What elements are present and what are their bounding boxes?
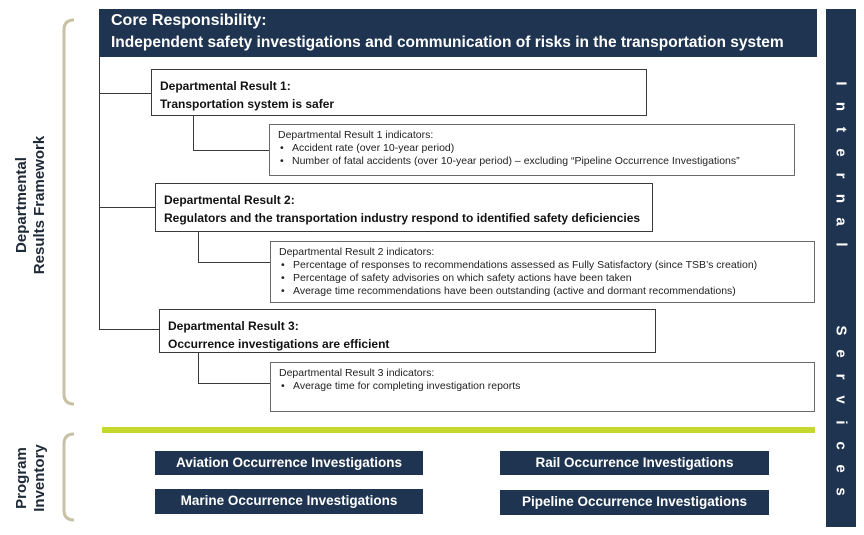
core-title: Core Responsibility: (111, 12, 267, 29)
result-1-heading: Departmental Result 1: (160, 79, 291, 93)
indicator-item: Percentage of responses to recommendatio… (281, 259, 806, 272)
program-marine: Marine Occurrence Investigations (155, 489, 423, 514)
result-1-box: Departmental Result 1: Transportation sy… (151, 69, 647, 116)
result-2-box: Departmental Result 2: Regulators and th… (155, 183, 653, 232)
result-2-indicators: Departmental Result 2 indicators: Percen… (270, 241, 815, 303)
internal-services-letter (831, 253, 852, 283)
result-2-indicators-title: Departmental Result 2 indicators: (279, 246, 435, 258)
connector-result-3 (99, 329, 159, 330)
core-responsibility-header: Core Responsibility: Independent safety … (99, 9, 817, 57)
result-2-heading: Departmental Result 2: (164, 193, 295, 207)
program-aviation: Aviation Occurrence Investigations (155, 451, 423, 475)
result-3-text: Occurrence investigations are efficient (168, 337, 390, 351)
result-1-text: Transportation system is safer (160, 97, 335, 111)
section-divider (102, 427, 815, 433)
connector-ind-2-v (198, 232, 199, 262)
connector-ind-3-v (198, 353, 199, 383)
connector-result-2 (99, 207, 155, 208)
indicator-item: Average time recommendations have been o… (281, 285, 806, 298)
program-pipeline: Pipeline Occurrence Investigations (500, 490, 769, 515)
connector-result-1 (99, 93, 151, 94)
result-1-indicators-title: Departmental Result 1 indicators: (278, 129, 434, 141)
framework-label: Departmental Results Framework (13, 135, 48, 275)
indicator-item: Number of fatal accidents (over 10-year … (280, 155, 786, 168)
main-connector (99, 57, 100, 329)
connector-ind-3-h (198, 383, 270, 384)
indicator-item: Accident rate (over 10-year period) (280, 142, 786, 155)
core-subtitle: Independent safety investigations and co… (111, 34, 784, 51)
internal-services-letter: s (832, 487, 850, 496)
indicator-item: Percentage of safety advisories on which… (281, 272, 806, 285)
result-3-indicators-title: Departmental Result 3 indicators: (279, 367, 435, 379)
inventory-label: Program Inventory (13, 444, 48, 512)
internal-services-column (826, 9, 856, 527)
connector-ind-2-h (198, 262, 270, 263)
indicator-item: Average time for completing investigatio… (281, 380, 806, 393)
result-3-box: Departmental Result 3: Occurrence invest… (159, 309, 656, 353)
program-rail: Rail Occurrence Investigations (500, 451, 769, 475)
result-3-heading: Departmental Result 3: (168, 319, 299, 333)
connector-ind-1-h (193, 150, 269, 151)
framework-bracket (62, 18, 75, 406)
result-2-text: Regulators and the transportation indust… (164, 211, 641, 225)
connector-ind-1-v (193, 116, 194, 150)
result-3-indicators: Departmental Result 3 indicators: Averag… (270, 362, 815, 412)
inventory-bracket (62, 432, 75, 522)
result-1-indicators: Departmental Result 1 indicators: Accide… (269, 124, 795, 176)
